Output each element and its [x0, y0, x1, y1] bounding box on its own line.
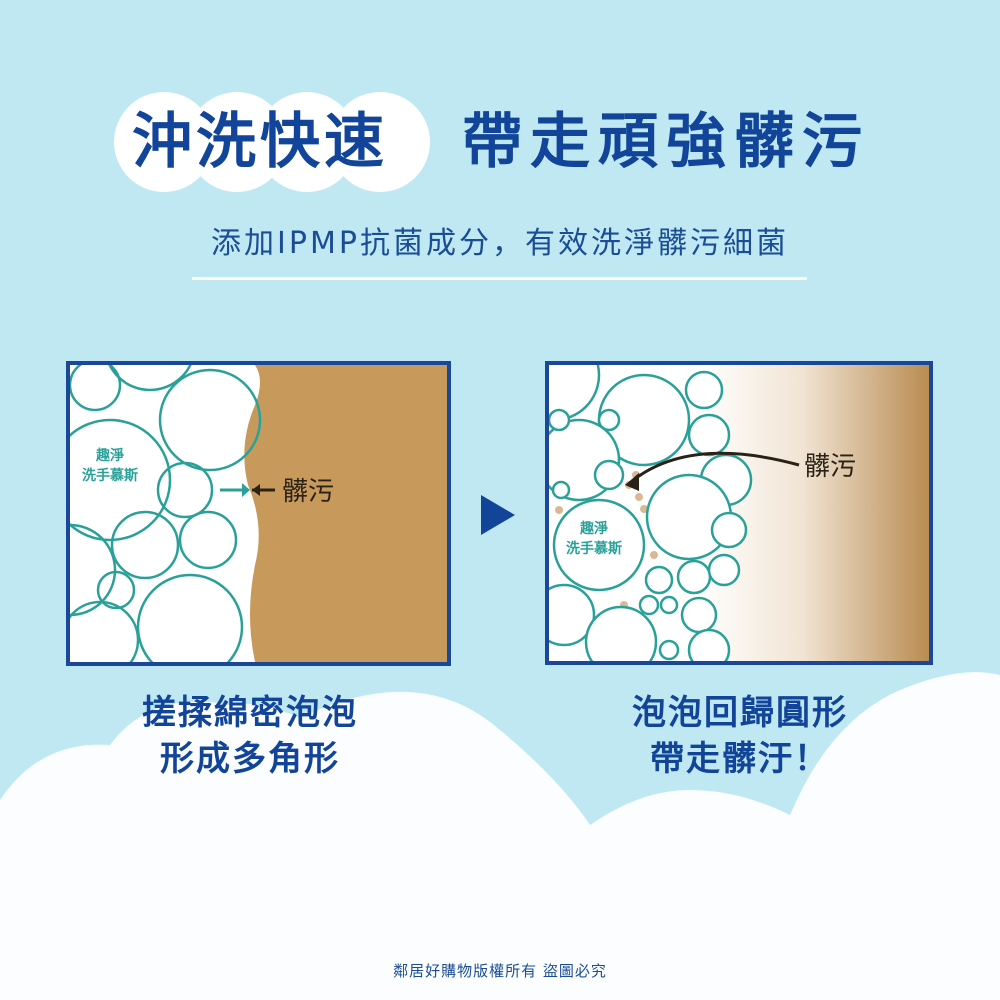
title-highlight: 沖洗快速: [132, 107, 388, 177]
caption-after-line2: 帶走髒汙！: [650, 739, 830, 779]
play-triangle-icon: [481, 495, 515, 535]
title-main: 帶走頑強髒污: [462, 107, 870, 177]
dirt-label: 髒污: [282, 477, 334, 507]
title-highlight-bubbles: [114, 92, 430, 192]
panel-after: 趣淨 洗手慕斯 髒污: [545, 361, 933, 665]
brand-label-line2: 洗手慕斯: [566, 540, 622, 557]
subtitle-divider: [192, 277, 807, 280]
brand-label-line1: 趣淨: [95, 447, 124, 464]
brand-label-line2: 洗手慕斯: [82, 467, 138, 484]
caption-after-line1: 泡泡回歸圓形: [632, 693, 848, 733]
brand-label-line1: 趣淨: [579, 520, 608, 537]
after-illustration: 趣淨 洗手慕斯 髒污: [549, 365, 929, 661]
caption-after: 泡泡回歸圓形 帶走髒汙！: [610, 690, 870, 782]
panel-before: 趣淨 洗手慕斯 髒污: [66, 361, 451, 666]
subtitle: 添加IPMP抗菌成分，有效洗淨髒污細菌: [211, 226, 789, 261]
caption-before-line2: 形成多角形: [160, 739, 340, 779]
before-illustration: 趣淨 洗手慕斯 髒污: [70, 365, 447, 662]
dirt-label: 髒污: [804, 452, 856, 482]
caption-before-line1: 搓揉綿密泡泡: [142, 693, 358, 733]
copyright-notice: 鄰居好購物版權所有 盜圖必究: [393, 962, 607, 980]
caption-before: 搓揉綿密泡泡 形成多角形: [120, 690, 380, 782]
headline: 沖洗快速 帶走頑強髒污: [112, 92, 892, 192]
